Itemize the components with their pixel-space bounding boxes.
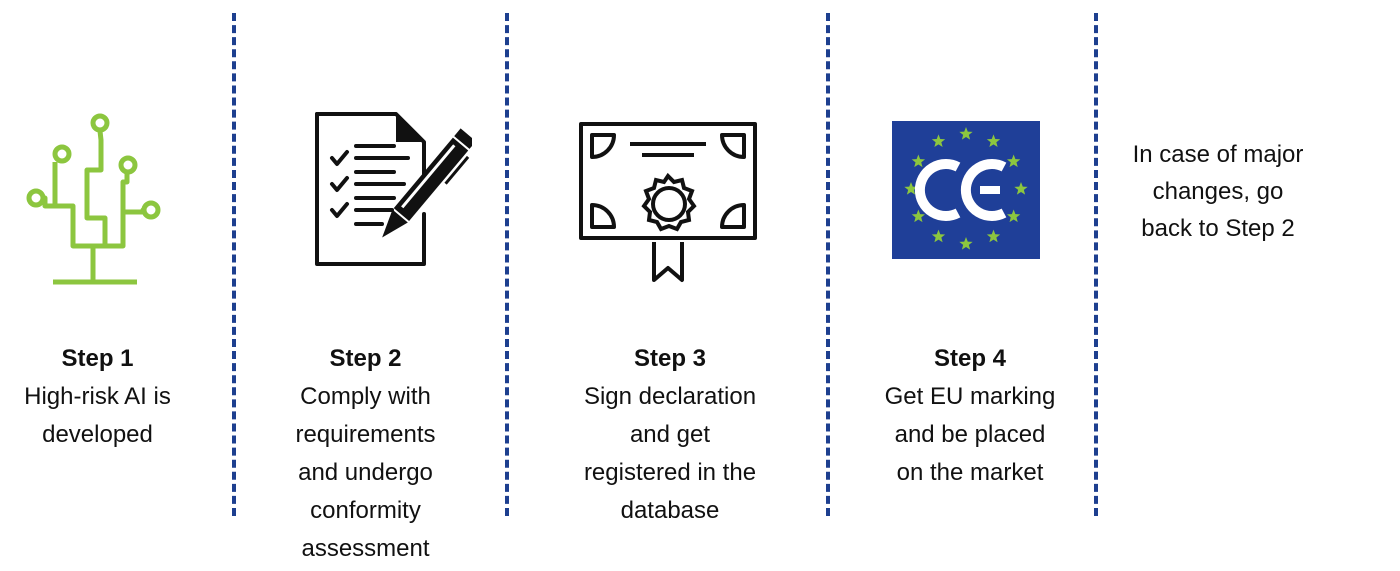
step-description-line: Sign declaration [583,383,757,410]
step-title: Step 4 [933,345,1007,372]
certificate-icon [579,122,757,282]
note-line: changes, go [1152,178,1284,205]
step-description-line: and be placed [894,421,1046,448]
step-description-line: Get EU marking [884,383,1056,410]
divider-1 [232,13,236,516]
step-description-line: registered in the [583,459,757,486]
eu-star-icon [931,229,946,243]
step-description-line: requirements [295,421,436,448]
eu-star-icon [911,154,926,168]
step-1: Step 1 High-risk AI is developed [0,340,195,454]
step-description-line: database [620,497,720,524]
step-3: Step 3 Sign declaration and get register… [560,340,780,530]
step-description-line: conformity [310,497,421,524]
note-text: In case of major changes, go back to Ste… [1108,136,1328,247]
eu-star-icon [911,209,926,223]
eu-star-icon [931,134,946,148]
eu-star-icon [1014,182,1028,195]
step-description-line: Comply with [300,383,431,410]
eu-star-icon [1006,154,1021,168]
eu-star-icon [959,237,973,250]
ce-marking-icon [892,121,1040,259]
note-line: In case of major [1132,141,1304,168]
eu-star-icon [959,127,973,140]
step-title: Step 1 [61,345,134,372]
eu-star-icon [904,182,918,195]
step-description-line: assessment [301,535,430,562]
step-4: Step 4 Get EU marking and be placed on t… [860,340,1080,492]
step-description-line: High-risk AI is [24,383,171,410]
step-description-line: on the market [896,459,1044,486]
step-title: Step 3 [633,345,707,372]
divider-3 [826,13,830,516]
step-description-line: and undergo [298,459,433,486]
note-line: back to Step 2 [1141,215,1295,242]
step-title: Step 2 [329,345,402,372]
step-2: Step 2 Comply with requirements and unde… [268,340,463,568]
eu-star-icon [1006,209,1021,223]
divider-4 [1094,13,1098,516]
checklist-pen-icon [315,112,472,266]
eu-star-icon [986,229,1001,243]
step-description-line: developed [42,421,153,448]
circuit-tree-icon [26,113,161,285]
divider-2 [505,13,509,516]
eu-star-icon [986,134,1001,148]
step-description-line: and get [629,421,711,448]
